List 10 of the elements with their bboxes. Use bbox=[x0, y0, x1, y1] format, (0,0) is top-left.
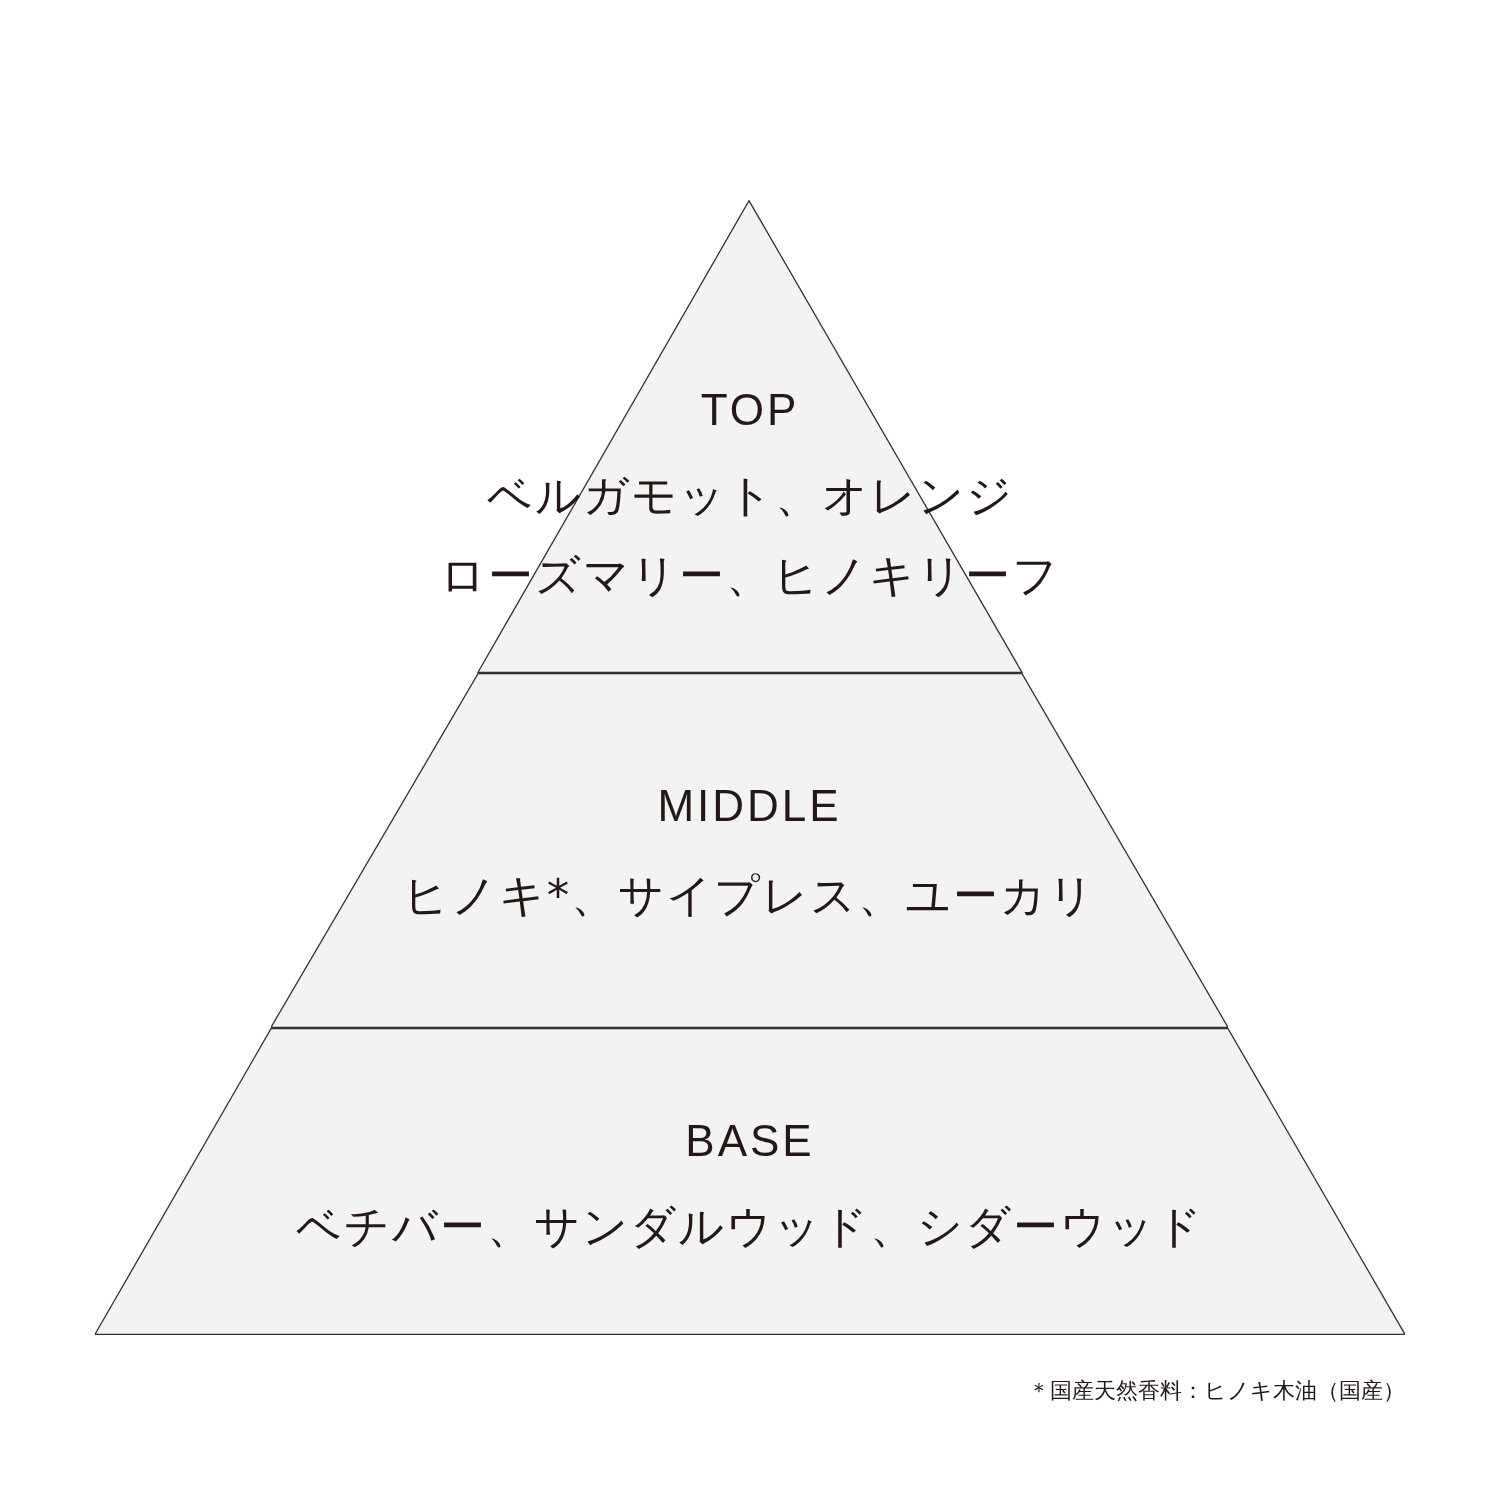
layer-heading: TOP bbox=[699, 384, 801, 436]
ingredient-list: ベルガモット、オレンジ bbox=[420, 469, 1080, 523]
pyramid-layer bbox=[271, 673, 1228, 1028]
ingredient-list: ベチバー、サンダルウッド、シダーウッド bbox=[95, 1200, 1405, 1254]
ingredient-list: ヒノキ*、サイプレス、ユーカリ bbox=[271, 869, 1228, 923]
ingredient-list: ローズマリー、ヒノキリーフ bbox=[420, 549, 1080, 603]
pyramid-layer bbox=[95, 1028, 1405, 1335]
footnote: ＊国産天然香料：ヒノキ木油（国産） bbox=[1028, 1377, 1405, 1405]
layer-heading: MIDDLE bbox=[656, 780, 843, 832]
layer-heading: BASE bbox=[684, 1115, 816, 1167]
